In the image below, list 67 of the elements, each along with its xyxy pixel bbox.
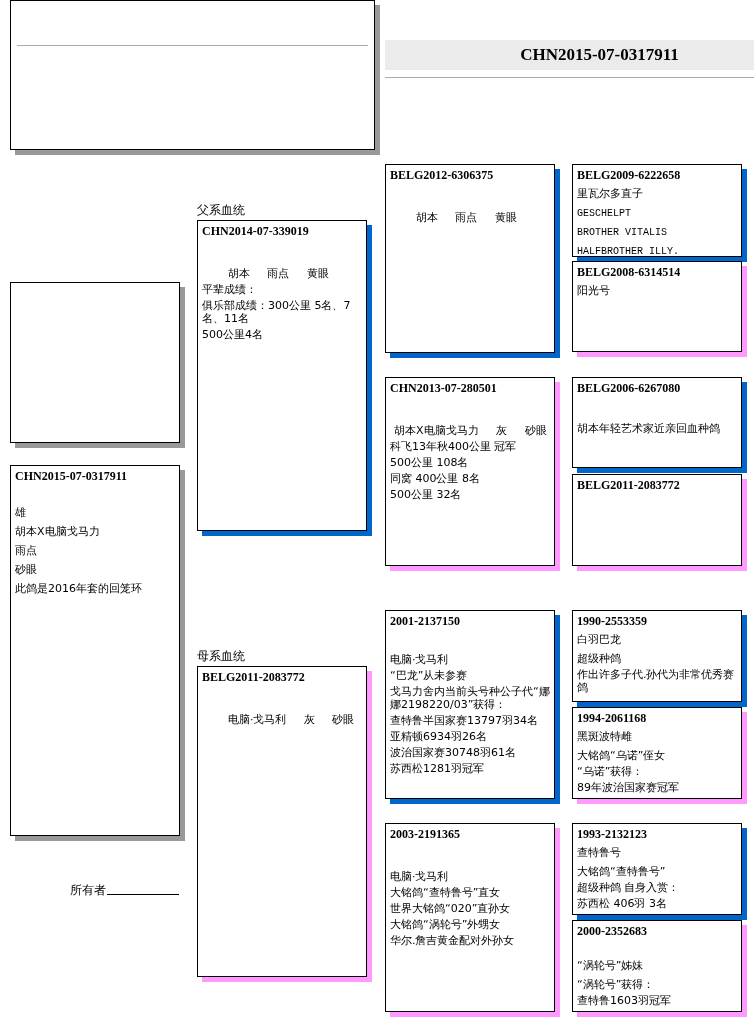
pigeon-info: 同窝 400公里 8名 (389, 472, 481, 485)
pigeon-info: 电脑·戈马利 (389, 870, 450, 883)
pigeon-info: 里瓦尔多直子 (576, 187, 644, 200)
pigeon-info: GESCHELPT (576, 207, 632, 221)
ring-number: 1994-2061168 (576, 710, 648, 726)
pigeon-info: 超级种鸽 自身入赏： (576, 881, 681, 894)
pigeon-info: 亚精顿6934羽26名 (389, 730, 488, 743)
pigeon-info: 黑斑波特雌 (576, 730, 633, 743)
ring-number: CHN2015-07-0317911 (14, 468, 128, 484)
pigeon-info: 作出许多子代.孙代为非常优秀赛鸽 (576, 668, 736, 694)
pigeon-info: 俱乐部成绩：300公里 5名、7名、11名 (201, 299, 352, 325)
pigeon-info: “涡轮号”姊妹 (576, 959, 645, 972)
pigeon-info: 查特鲁1603羽冠军 (576, 994, 672, 1007)
pigeon-info: 雄 (14, 506, 27, 519)
lineage-heading: 父系血统 (197, 203, 245, 217)
pigeon-info: 超级种鸽 (576, 652, 622, 665)
pigeon-info: 平辈成绩： (201, 283, 258, 296)
pigeon-info: HALFBROTHER ILLY. (576, 245, 681, 256)
pigeon-info: 华尔.詹吉黄金配对外孙女 (389, 934, 516, 947)
pigeon-info: 戈马力舍内当前头号种公子代“娜娜2198220/03”获得： (389, 685, 551, 711)
pigeon-info: BROTHER VITALIS (576, 226, 668, 240)
pigeon-info: 胡本年轻艺术家近亲回血种鸽 (576, 422, 721, 435)
owner-label: 所有者 (70, 883, 106, 897)
pigeon-info: 查特鲁半国家赛13797羽34名 (389, 714, 539, 727)
pigeon-info: 白羽巴龙 (576, 633, 622, 646)
ring-number: BELG2011-2083772 (576, 477, 681, 493)
ring-number: CHN2014-07-339019 (201, 223, 310, 239)
ring-number: 1993-2132123 (576, 826, 648, 842)
pigeon-info: 苏西松 406羽 3名 (576, 897, 668, 910)
pigeon-info: 世界大铭鸽“020”直孙女 (389, 902, 512, 915)
pigeon-info: 波治国家赛30748羽61名 (389, 746, 517, 759)
ring-number: CHN2015-07-0317911 (519, 44, 680, 66)
pigeon-info: 胡本X电脑戈马力 (14, 525, 101, 538)
pigeon-info: 500公里4名 (201, 328, 264, 341)
ring-number: BELG2011-2083772 (201, 669, 306, 685)
ring-number: 2003-2191365 (389, 826, 461, 842)
pigeon-info: 大铭鸽“涡轮号”外甥女 (389, 918, 502, 931)
pigeon-info: 砂眼 (14, 563, 38, 576)
pigeon-info: 电脑·戈马利 (389, 653, 450, 666)
pigeon-info: 胡本 雨点 黄眼 (227, 267, 330, 280)
pigeon-info: 电脑·戈马利 灰 砂眼 (227, 713, 356, 726)
pigeon-info: “乌诺”获得： (576, 765, 645, 778)
pigeon-info: 胡本X电脑戈马力 灰 砂眼 (393, 424, 548, 437)
ring-number: CHN2013-07-280501 (389, 380, 498, 396)
pigeon-info: 科飞13年秋400公里 冠军 (389, 440, 518, 453)
pigeon-info: 大铭鸽“乌诺”侄女 (576, 749, 667, 762)
pigeon-info: 500公里 108名 (389, 456, 470, 469)
lineage-heading: 母系血统 (197, 649, 245, 663)
pigeon-info: 89年波治国家赛冠军 (576, 781, 680, 794)
ring-number: 2000-2352683 (576, 923, 648, 939)
pigeon-info: 雨点 (14, 544, 38, 557)
pigeon-info: “涡轮号”获得： (576, 978, 656, 991)
pigeon-info: 阳光号 (576, 284, 611, 297)
pigeon-info: 胡本 雨点 黄眼 (415, 211, 518, 224)
pigeon-info: 大铭鸽“查特鲁号”直女 (389, 886, 502, 899)
ring-number: 2001-2137150 (389, 613, 461, 629)
ring-number: BELG2012-6306375 (389, 167, 495, 183)
ring-number: BELG2006-6267080 (576, 380, 682, 396)
pigeon-info: “巴龙”从未参赛 (389, 669, 469, 682)
pigeon-info: 查特鲁号 (576, 846, 622, 859)
ring-number: 1990-2553359 (576, 613, 648, 629)
pigeon-info: 此鸽是2016年套的回笼环 (14, 582, 143, 595)
pigeon-info: 大铭鸽“查特鲁号” (576, 865, 667, 878)
ring-number: BELG2008-6314514 (576, 264, 682, 280)
pigeon-info: 苏西松1281羽冠军 (389, 762, 485, 775)
ring-number: BELG2009-6222658 (576, 167, 682, 183)
pigeon-info: 500公里 32名 (389, 488, 463, 501)
